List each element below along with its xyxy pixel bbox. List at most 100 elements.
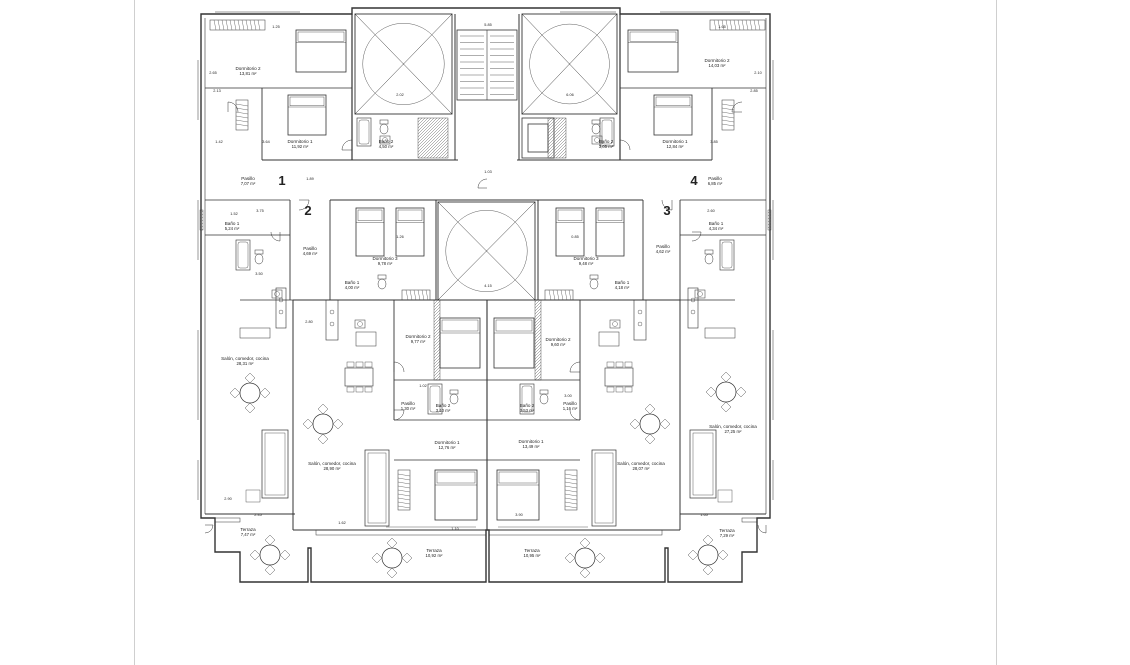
dining-chair	[302, 418, 314, 430]
sink-basin	[697, 291, 703, 297]
wardrobe-hanger	[397, 477, 411, 481]
dining-chair	[702, 534, 714, 546]
room-name: Dormitorio 1	[518, 439, 543, 444]
dimension-label: 3.90	[515, 513, 522, 517]
wardrobe-hanger	[753, 19, 757, 31]
dining-chair	[579, 567, 591, 579]
stove-burner	[278, 309, 284, 315]
room-area: 5,24 m²	[225, 226, 240, 231]
door-swing	[270, 231, 281, 242]
dining-chair	[401, 552, 413, 564]
table-chair	[606, 386, 615, 393]
kitchen-counter	[325, 299, 339, 341]
structural-hatch	[199, 209, 204, 231]
dining-chair	[317, 403, 329, 415]
dimension-label: 3.75	[256, 209, 263, 213]
bathtub-basin	[721, 241, 733, 269]
dining-chair	[659, 418, 671, 430]
dimension-label: 1.02	[419, 384, 426, 388]
room-area: 4,50 m²	[379, 144, 394, 149]
room-area: 27,25 m²	[725, 429, 743, 434]
room-name: Dormitorio 2	[704, 58, 729, 63]
wardrobe	[564, 469, 578, 511]
dimension-label: 1.26	[396, 235, 403, 239]
dining-chair	[702, 564, 714, 576]
wardrobe-hanger	[397, 505, 411, 509]
room-area: 28,90 m²	[324, 466, 342, 471]
table-chair	[606, 361, 615, 368]
dimension-label: 3.85	[710, 140, 717, 144]
wardrobe-hanger	[564, 477, 578, 481]
wardrobe-hanger	[397, 489, 411, 493]
room-area: 13,81 m²	[240, 71, 258, 76]
room-name: Baño 1	[615, 280, 630, 285]
wardrobe-hanger	[417, 289, 421, 301]
dining-chair	[705, 386, 717, 398]
toilet-icon	[379, 123, 389, 135]
wardrobe-hanger	[257, 19, 261, 31]
room-name: Salón, comedor, cocina	[617, 461, 665, 466]
room-area: 9,78 m²	[378, 261, 393, 266]
toilet-tank	[379, 119, 389, 125]
bathtub	[719, 239, 735, 271]
sofa	[591, 449, 617, 527]
room-area: 6,85 m²	[708, 181, 723, 186]
sink-counter	[694, 289, 706, 299]
wardrobe-hanger	[229, 19, 233, 31]
door-swing	[691, 231, 702, 242]
bed-double	[627, 29, 679, 73]
wardrobe-hanger	[721, 115, 735, 119]
dimension-label: 4.15	[484, 284, 491, 288]
bed-pillow	[289, 96, 325, 107]
light-well	[521, 13, 618, 115]
wardrobe-hanger	[564, 497, 578, 501]
toilet-tank	[254, 249, 264, 255]
wardrobe-hanger	[225, 19, 229, 31]
bed-double	[496, 469, 540, 521]
dining-chair	[720, 401, 732, 413]
door-swing	[757, 524, 767, 534]
room-name: Baño 1	[225, 221, 240, 226]
room-area: 1,16 m²	[563, 406, 578, 411]
stove-burner	[278, 297, 284, 303]
room-name: Baño 2	[379, 139, 394, 144]
dimension-label: 3.50	[255, 272, 262, 276]
room-name: Pasillo	[708, 176, 722, 181]
room-area: 9,77 m²	[411, 339, 426, 344]
wardrobe-hanger	[221, 19, 225, 31]
sofa	[364, 449, 390, 527]
dimension-label: 2.85	[750, 89, 757, 93]
unit-number-label: 2	[304, 203, 311, 218]
sink-basin	[594, 137, 600, 143]
toilet-icon	[704, 253, 714, 265]
room-name: Salón, comedor, cocina	[709, 424, 757, 429]
table-chair	[355, 361, 364, 368]
room-area: 28,31 m²	[237, 361, 255, 366]
table-chair	[355, 386, 364, 393]
table-chair	[615, 386, 624, 393]
sofa-cushion	[692, 432, 714, 496]
door-swing	[731, 101, 743, 113]
door-swing	[341, 139, 353, 151]
door-swing	[569, 409, 581, 421]
wardrobe-hanger	[249, 19, 253, 31]
room-name: Terraza	[524, 548, 540, 553]
wardrobe-hanger	[741, 19, 745, 31]
wardrobe-hanger	[564, 489, 578, 493]
room-name: Pasillo	[563, 401, 577, 406]
room-area: 13,49 m²	[523, 444, 541, 449]
walls	[197, 7, 774, 583]
fixtures	[199, 19, 772, 579]
dimension-label: 6.06	[566, 93, 573, 97]
light-well-circle	[445, 210, 528, 292]
armchair	[245, 489, 261, 503]
wardrobe	[397, 469, 411, 511]
dining-chair	[629, 418, 641, 430]
room-name: Terraza	[426, 548, 442, 553]
wardrobe-hanger	[397, 493, 411, 497]
room-name: Dormitorio 3	[372, 256, 397, 261]
dimension-label: 1.62	[338, 521, 345, 525]
room-name: Dormitorio 2	[235, 66, 260, 71]
table-chair	[624, 386, 633, 393]
terrace-rail	[315, 529, 487, 536]
